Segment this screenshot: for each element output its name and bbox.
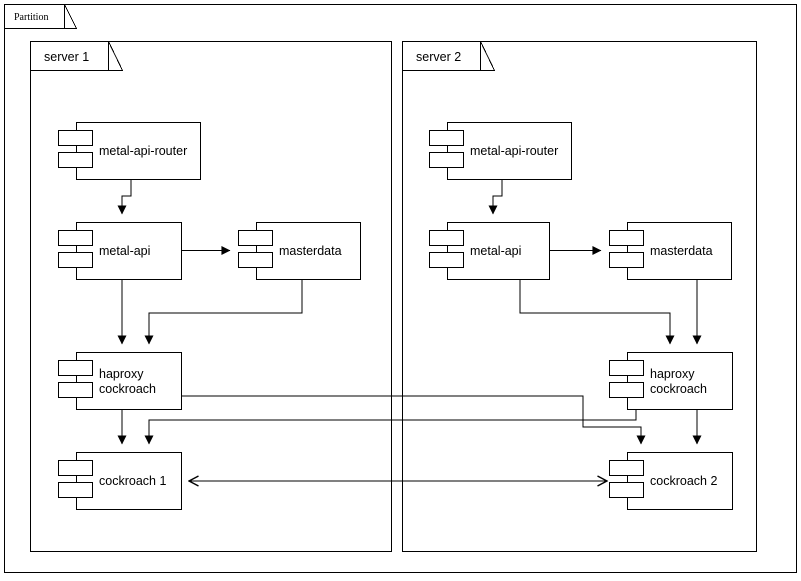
connection-haproxy-s1-to-cockroach2-s2 [181,395,646,445]
connection-haproxy-s2-to-cockroach1-s1 [144,409,637,445]
component-s2-cockroach-2[interactable]: cockroach 2 [609,452,733,510]
component-s1-haproxy-cockroach[interactable]: haproxy cockroach [58,352,182,410]
component-s1-metal-api-router[interactable]: metal-api-router [58,122,201,180]
component-s2-masterdata[interactable]: masterdata [609,222,732,280]
component-label: metal-api [470,244,521,258]
connection-router-to-metalapi-s2 [488,179,503,215]
component-label: metal-api-router [470,144,558,158]
component-label: cockroach 2 [650,474,717,488]
component-label-line-2: cockroach [650,382,707,396]
component-label-line-1: haproxy [99,367,144,381]
component-s1-metal-api[interactable]: metal-api [58,222,182,280]
component-s2-haproxy-cockroach[interactable]: haproxy cockroach [609,352,733,410]
component-s1-masterdata[interactable]: masterdata [238,222,361,280]
connections-layer [117,179,702,481]
component-label: cockroach 1 [99,474,166,488]
component-s2-metal-api[interactable]: metal-api [429,222,550,280]
connection-masterdata-to-haproxy-s1 [144,279,303,345]
component-label: metal-api-router [99,144,187,158]
partition-label: Partition [14,12,48,23]
component-label: masterdata [279,244,342,258]
connection-router-to-metalapi-s1 [117,179,132,215]
component-s2-metal-api-router[interactable]: metal-api-router [429,122,572,180]
component-label-line-1: haproxy [650,367,695,381]
component-label: metal-api [99,244,150,258]
component-label: masterdata [650,244,713,258]
frame-label-server-1: server 1 [44,50,89,64]
component-label-line-2: cockroach [99,382,156,396]
connection-metalapi-to-haproxy-s2 [519,279,675,345]
component-s1-cockroach-1[interactable]: cockroach 1 [58,452,182,510]
frame-label-server-2: server 2 [416,50,461,64]
